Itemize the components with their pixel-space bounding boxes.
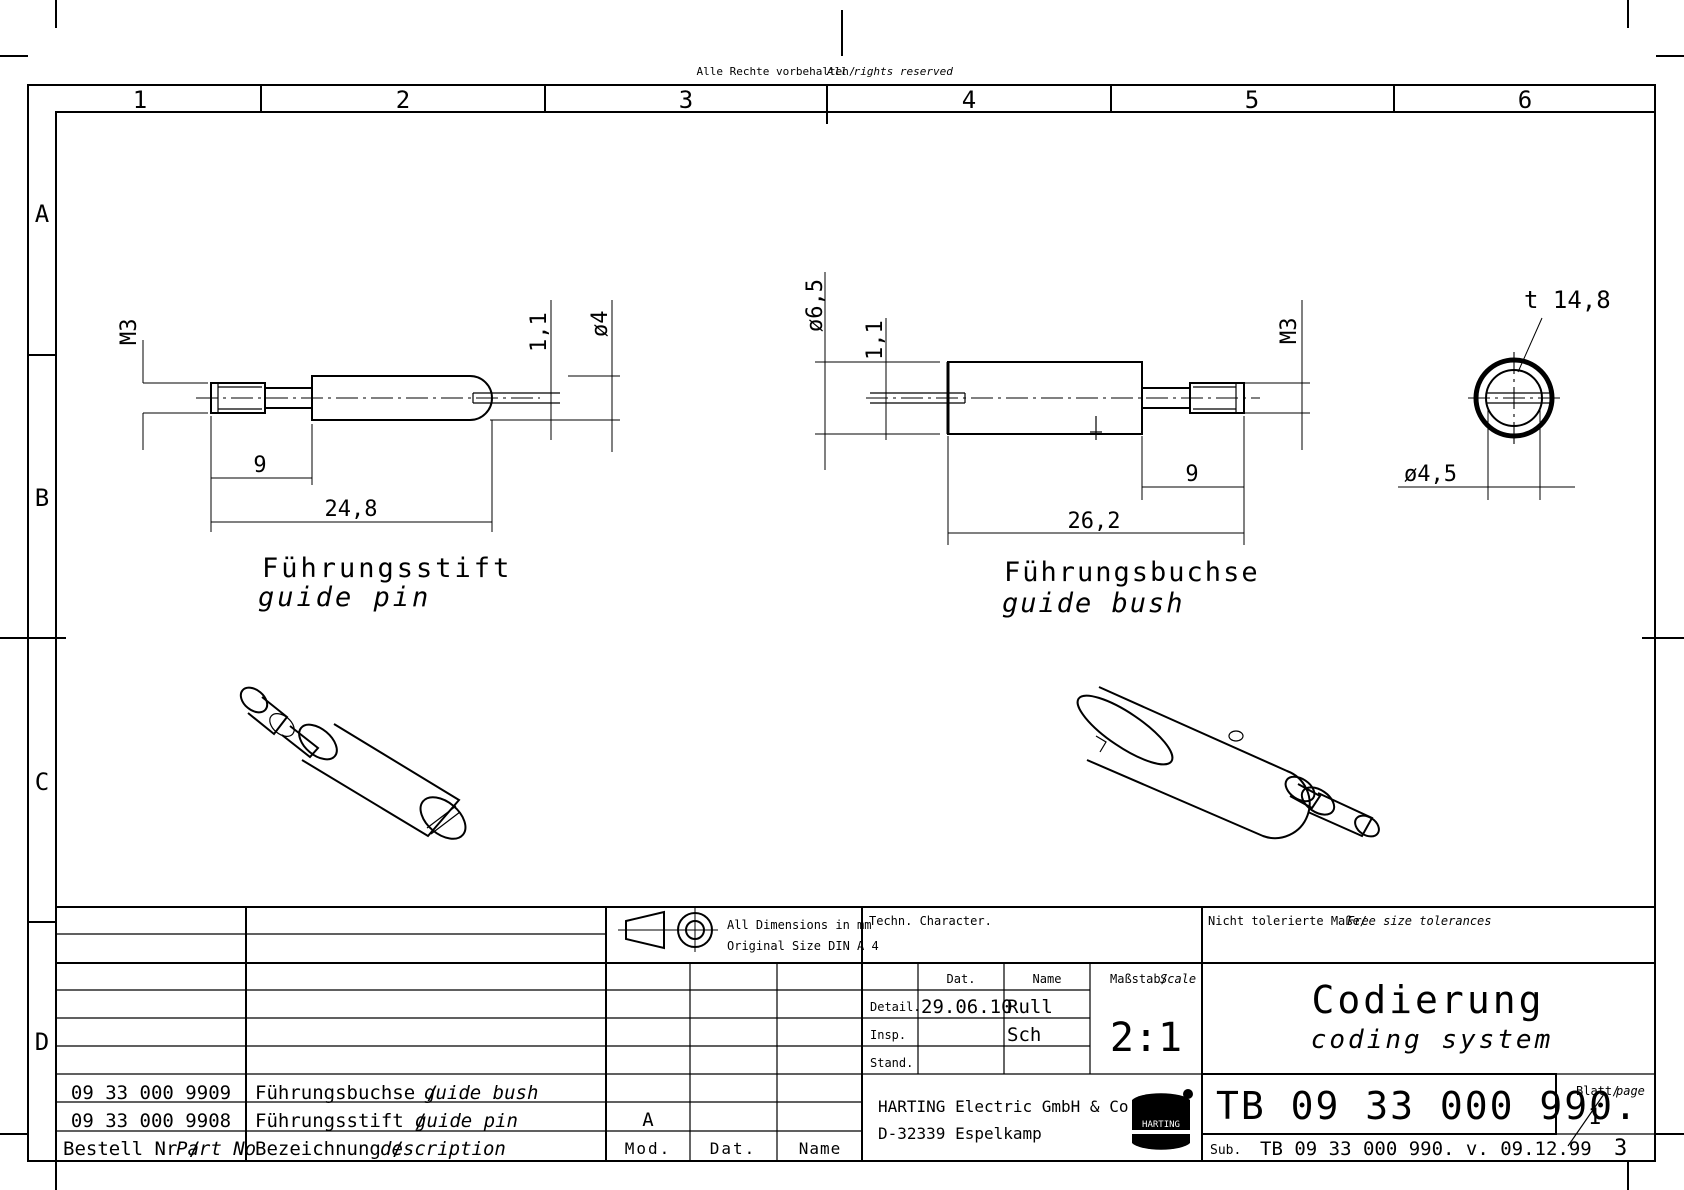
- bush-end-view: [1398, 317, 1575, 500]
- sheet-number: 1: [1588, 1105, 1601, 1130]
- grid-col-4: 4: [962, 86, 976, 114]
- part-number-header-de: Bestell Nr /: [63, 1138, 200, 1160]
- grid-row-d: D: [35, 1028, 49, 1056]
- bush-dim-length: 26,2: [1068, 509, 1121, 534]
- stand-row-label: Stand.: [870, 1056, 913, 1070]
- projection-size-note: Original Size DIN A 4: [727, 939, 879, 953]
- mod-value: A: [642, 1109, 654, 1131]
- grid-row-a: A: [35, 200, 50, 228]
- end-dim-diameter: ø4,5: [1404, 462, 1457, 487]
- company-name: HARTING Electric GmbH & Co. KG: [878, 1097, 1167, 1116]
- column-name-label: Name: [1033, 972, 1062, 986]
- pin-dim-length: 24,8: [325, 497, 378, 522]
- company-address: D-32339 Espelkamp: [878, 1124, 1042, 1143]
- grid-col-5: 5: [1245, 86, 1259, 114]
- title-block-grid: [56, 906, 1655, 1161]
- bush-dim-diameter: ø6,5: [803, 279, 828, 332]
- guide-bush-isometric: [1076, 686, 1380, 840]
- detail-row-label: Detail.: [870, 1000, 921, 1014]
- part-row-1-desc-de: Führungsbuchse /: [255, 1082, 438, 1104]
- grid-column-dividers: [260, 85, 1395, 124]
- bush-dim-thread-length: 9: [1185, 462, 1198, 487]
- grid-col-6: 6: [1518, 86, 1532, 114]
- grid-row-dividers: [28, 354, 56, 923]
- end-dim-wall: t 14,8: [1524, 286, 1611, 314]
- description-header-de: Bezeichnung /: [255, 1138, 404, 1160]
- tolerances-label-en: Free size tolerances: [1347, 914, 1492, 928]
- grid-col-3: 3: [679, 86, 693, 114]
- drawing-title-en: coding system: [1311, 1025, 1554, 1055]
- part-row-1-desc-en: guide bush: [424, 1082, 538, 1104]
- guide-pin-isometric: [239, 686, 467, 840]
- part-row-2-number: 09 33 000 9908: [71, 1110, 231, 1132]
- mod-column-label: Mod.: [625, 1139, 672, 1158]
- tolerances-label-de: Nicht tolerierte Maße/: [1208, 914, 1367, 928]
- drawing-title-de: Codierung: [1312, 978, 1545, 1022]
- harting-logo-text: HARTING: [1142, 1120, 1180, 1130]
- guide-pin-side-view: [142, 300, 620, 532]
- grid-col-2: 2: [396, 86, 410, 114]
- pin-title-de: Führungsstift: [262, 553, 512, 584]
- harting-logo-icon: HARTING: [1132, 1089, 1193, 1150]
- pin-dim-thread: M3: [117, 319, 142, 346]
- bush-dim-thread: M3: [1277, 318, 1302, 345]
- part-row-1-number: 09 33 000 9909: [71, 1082, 231, 1104]
- sheet-label-de: Blatt/: [1576, 1084, 1619, 1098]
- grid-row-b: B: [35, 484, 49, 512]
- description-header-en: description: [380, 1138, 506, 1160]
- inspection-name: Sch: [1007, 1024, 1041, 1046]
- sub-label: Sub.: [1210, 1143, 1241, 1158]
- pin-title-en: guide pin: [258, 582, 431, 613]
- column-date-label: Dat.: [947, 972, 976, 986]
- projection-symbol-icon: [618, 908, 718, 952]
- grid-col-1: 1: [133, 86, 147, 114]
- date-column-label: Dat.: [710, 1139, 757, 1158]
- techn-character-label: Techn. Character.: [869, 914, 992, 928]
- grid-row-c: C: [35, 768, 49, 796]
- part-row-2-desc-en: guide pin: [415, 1110, 518, 1132]
- projection-dimensions-note: All Dimensions in mm: [727, 918, 872, 932]
- sheet-label-en: page: [1615, 1084, 1645, 1098]
- pin-dim-thread-length: 9: [253, 453, 266, 478]
- inspection-row-label: Insp.: [870, 1028, 906, 1042]
- detail-date: 29.06.10: [921, 996, 1013, 1018]
- sub-value: TB 09 33 000 990. v. 09.12.99: [1260, 1138, 1592, 1160]
- part-row-2-desc-de: Führungsstift /: [255, 1110, 427, 1132]
- guide-bush-side-view: [815, 272, 1310, 545]
- drawing-number: TB 09 33 000 990.: [1216, 1084, 1639, 1128]
- inner-frame: [55, 111, 1656, 1162]
- scale-label-de: Maßstab/: [1110, 972, 1168, 986]
- part-number-header-en: Part No: [176, 1138, 256, 1160]
- bush-title-de: Führungsbuchse: [1004, 557, 1260, 588]
- sheet-total: 3: [1614, 1136, 1627, 1161]
- scale-label-en: Scale: [1160, 972, 1196, 986]
- detail-name: Rull: [1007, 996, 1053, 1018]
- bush-dim-slot: 1,1: [863, 320, 888, 360]
- scale-value: 2:1: [1110, 1015, 1182, 1061]
- bush-title-en: guide bush: [1002, 588, 1185, 619]
- pin-dim-slot: 1,1: [527, 312, 552, 352]
- name-column-label: Name: [799, 1139, 842, 1158]
- rights-notice-de: Alle Rechte vorbehalten/: [697, 65, 856, 78]
- pin-dim-diameter: ø4: [588, 311, 613, 338]
- rights-notice-en: All rights reserved: [826, 65, 953, 78]
- parts-list: 09 33 000 9909 Führungsbuchse / guide bu…: [63, 1082, 538, 1160]
